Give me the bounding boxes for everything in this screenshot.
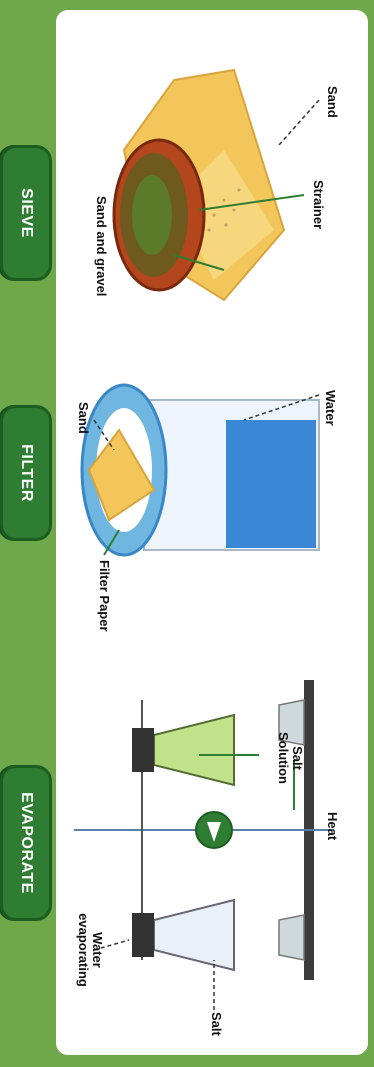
leader-sand [279, 100, 319, 145]
flask-salt [154, 900, 234, 970]
step-pill-sieve: SIEVE [0, 145, 52, 281]
flask-stopper-right [132, 913, 154, 957]
label-filter-paper: Filter Paper [97, 560, 112, 632]
label-sand-and-gravel: Sand and gravel [94, 196, 109, 296]
step-pill-evaporate: EVAPORATE [0, 765, 52, 921]
label-salt-solution-line2: Solution [276, 728, 290, 788]
flask-salt-solution [154, 715, 234, 785]
label-strainer: Strainer [311, 180, 326, 229]
water-fill [226, 420, 316, 548]
label-water-evaporating-line1: Water [90, 900, 104, 1000]
step-pill-filter: FILTER [0, 405, 52, 541]
burner-right [279, 915, 304, 960]
flask-stopper-left [132, 728, 154, 772]
label-heat: Heat [325, 812, 340, 840]
label-water-evaporating: Water evaporating [76, 900, 104, 1000]
label-water-evaporating-line2: evaporating [76, 900, 90, 1000]
label-salt-solution-line1: Salt [290, 728, 304, 788]
label-salt: Salt [209, 1012, 224, 1036]
label-sand-filter: Sand [76, 402, 91, 434]
label-sand-sieve: Sand [325, 86, 340, 118]
label-water: Water [323, 390, 338, 426]
label-salt-solution: Salt Solution [276, 728, 304, 788]
gravel-highlight [132, 175, 172, 255]
